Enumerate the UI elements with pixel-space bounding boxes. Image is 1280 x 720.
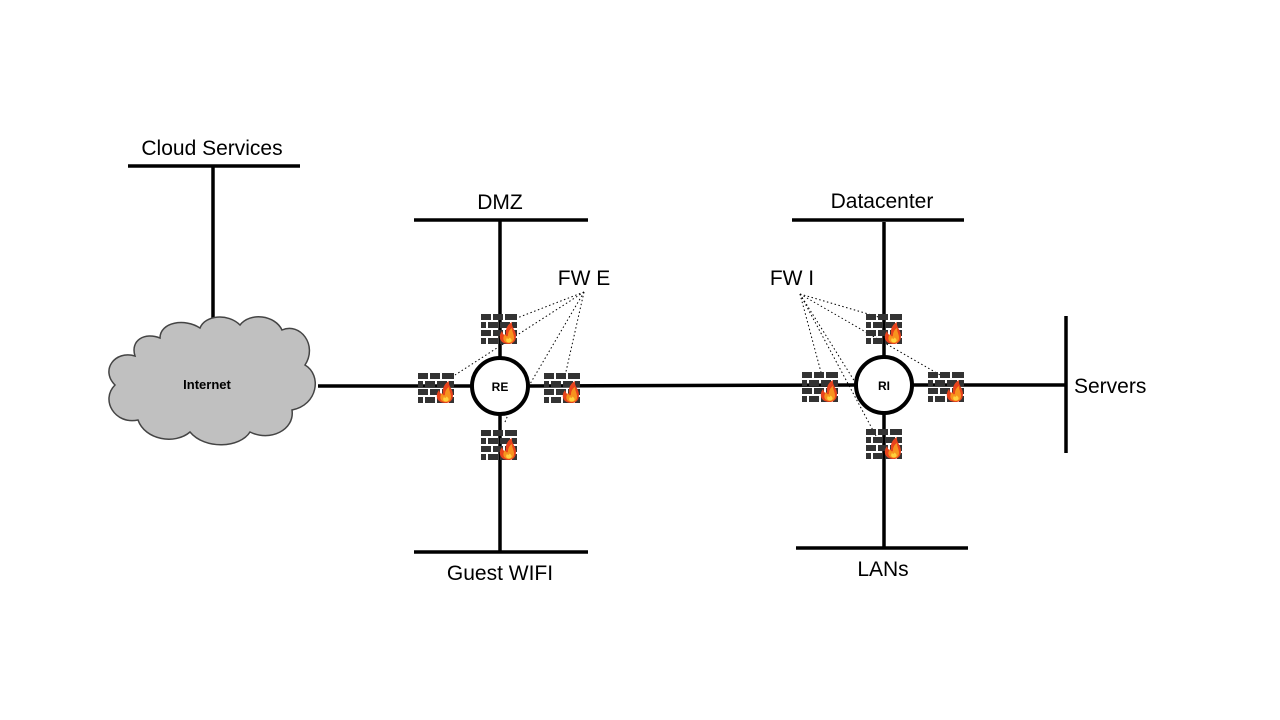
router-ri-label: RI (878, 379, 890, 393)
servers-label: Servers (1074, 375, 1146, 398)
lans-segment: LANs (796, 546, 968, 581)
datacenter-segment: Datacenter (792, 190, 964, 222)
dmz-label: DMZ (477, 191, 523, 214)
datacenter-label: Datacenter (831, 190, 934, 213)
fw-e-callouts (454, 291, 585, 423)
guest-wifi-label: Guest WIFI (447, 562, 553, 585)
router-icon (854, 355, 914, 415)
firewall-icon (928, 372, 964, 402)
firewall-icon (802, 372, 838, 402)
lans-label: LANs (857, 558, 908, 581)
router-re: RE (470, 356, 530, 416)
fw-i-callouts (799, 293, 943, 437)
fw-e-label: FW E (558, 267, 611, 290)
cloud-icon: Internet (108, 316, 316, 446)
cloud-services-label: Cloud Services (141, 137, 282, 160)
cloud-services-segment: Cloud Services (128, 137, 300, 330)
internet-label: Internet (183, 377, 231, 392)
firewall-icon (418, 373, 454, 403)
router-re-label: RE (492, 380, 509, 394)
fw-i-label: FW I (770, 267, 814, 290)
router-ri: RI (854, 355, 914, 415)
firewall-icon (544, 373, 580, 403)
servers-segment: Servers (1064, 316, 1146, 453)
guest-wifi-segment: Guest WIFI (414, 550, 588, 585)
router-icon (470, 356, 530, 416)
dmz-segment: DMZ (414, 191, 588, 222)
